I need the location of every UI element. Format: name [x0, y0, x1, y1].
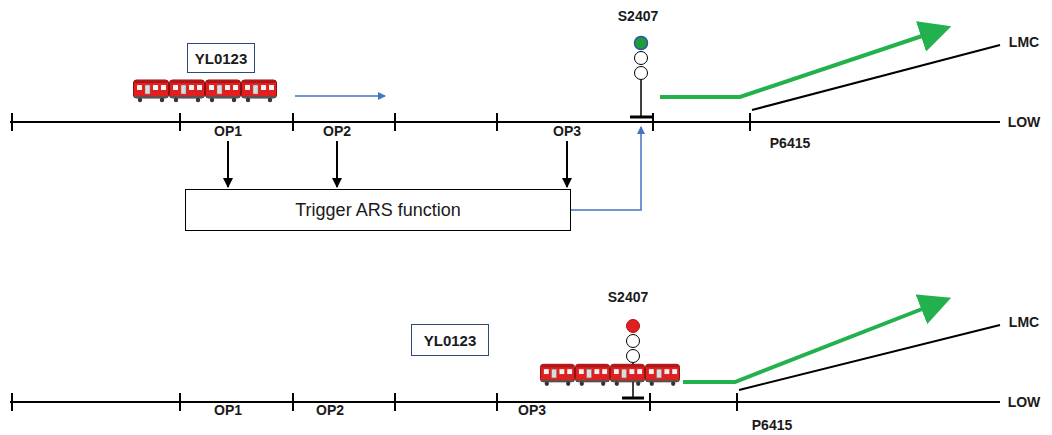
node-text: YL0123: [195, 50, 248, 67]
node-text: Trigger ARS function: [295, 200, 460, 221]
track-label: OP3: [553, 123, 581, 139]
track-label: P6415: [770, 135, 810, 151]
track-label: LOW: [1008, 394, 1041, 410]
track-label: LMC: [1009, 314, 1039, 330]
train-id-box: YL0123: [187, 43, 256, 73]
top-panel: [10, 30, 1000, 210]
train-id-box: YL0123: [411, 324, 489, 356]
track-label: S2407: [618, 8, 658, 24]
track-label: OP1: [214, 402, 242, 418]
bottom-panel: [10, 302, 1000, 411]
track-label: P6415: [752, 417, 792, 433]
track-label: OP1: [214, 123, 242, 139]
track-label: LOW: [1008, 114, 1041, 130]
track-label: LMC: [1009, 34, 1039, 50]
track-label: OP3: [518, 402, 546, 418]
track-label: S2407: [608, 289, 648, 305]
track-label: OP2: [316, 402, 344, 418]
track-label: OP2: [323, 123, 351, 139]
process-box: Trigger ARS function: [185, 189, 571, 231]
node-text: YL0123: [424, 332, 477, 349]
